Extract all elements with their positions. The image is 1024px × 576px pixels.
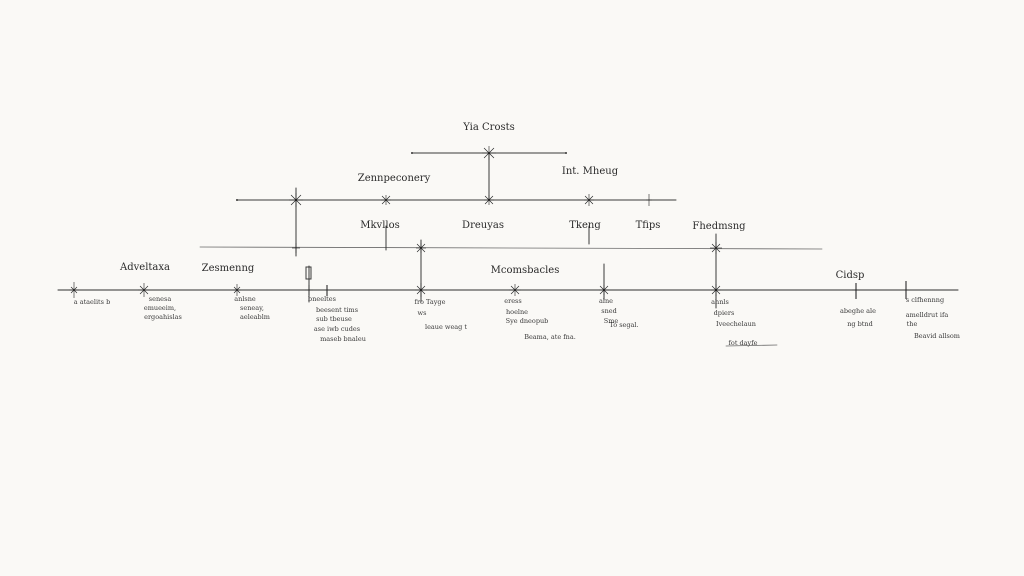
note-line: eress <box>504 297 521 305</box>
top-bar-end-dot <box>565 152 567 154</box>
note-line: sned <box>601 307 617 315</box>
mid-right-label: Int. Mheug <box>562 166 619 177</box>
note-line: amelldrut ifa <box>906 311 949 319</box>
note-line: aeleablm <box>240 313 270 321</box>
node-burst <box>69 282 79 298</box>
tier2-label: Mkvllos <box>360 220 400 231</box>
node-burst <box>599 285 609 295</box>
node-burst <box>484 195 494 205</box>
tier3-label: Zesmenng <box>202 263 255 274</box>
note-line: ase iwb cudes <box>314 325 360 333</box>
top-title: Yia Crosts <box>462 122 515 133</box>
note-line: abeghe ale <box>840 307 876 315</box>
note-line: maseb bnaleu <box>320 335 366 343</box>
mid-left-label: Zennpeconery <box>358 173 431 184</box>
tier2-line-end-dot <box>236 199 238 201</box>
node-burst <box>138 283 150 297</box>
note-line: To segal. <box>609 321 638 329</box>
tier2-label: Tfips <box>636 220 661 231</box>
note-line: bneeltes <box>308 295 336 303</box>
note-line: a ataelits b <box>74 298 110 306</box>
note-line: sub tbeuse <box>316 315 352 323</box>
note-line: Iveechelaun <box>716 320 756 328</box>
node-burst <box>584 194 594 206</box>
note-line: ahnls <box>711 298 729 306</box>
note-line: senesa <box>149 295 172 303</box>
note-line: Beama, ate fna. <box>524 333 576 341</box>
note-line: ws <box>418 309 427 317</box>
node-burst <box>416 243 426 253</box>
note-line: Beavid allsom <box>914 332 960 340</box>
node-burst <box>482 146 496 160</box>
tier2-label: Tkeng <box>569 220 601 231</box>
tier2-label: Fhedmsng <box>692 221 746 232</box>
node-burst <box>710 242 722 254</box>
note-line: hoelne <box>506 308 528 316</box>
note-line: leaue weag t <box>425 323 467 331</box>
node-burst <box>415 283 427 297</box>
node-burst <box>381 195 391 205</box>
tier3-line <box>199 246 823 250</box>
note-underline <box>725 344 778 347</box>
note-line: ergoahislas <box>144 313 182 321</box>
node-burst <box>233 284 241 296</box>
note-line: the <box>907 320 918 328</box>
node-burst <box>711 284 721 296</box>
note-line: ng btnd <box>847 320 873 328</box>
small-marker-box <box>305 266 312 280</box>
note-line: alne <box>599 297 613 305</box>
node-burst <box>289 193 303 207</box>
note-line: anlsne <box>234 295 256 303</box>
tier3-label: Mcomsbacles <box>491 265 560 276</box>
node-burst <box>292 243 300 253</box>
note-line: beesent tims <box>316 306 358 314</box>
top-bar-end-dot <box>411 152 413 154</box>
tier3-label: Adveltaxa <box>119 262 170 273</box>
note-line: emueeim, <box>144 304 176 312</box>
node-burst <box>646 194 652 206</box>
note-line: seneay, <box>240 304 264 312</box>
tier3-label: Cidsp <box>836 270 865 281</box>
note-line: Sye dneopub <box>506 317 549 325</box>
node-burst <box>305 285 313 295</box>
note-line: fot dayfe <box>729 339 758 347</box>
note-line: dpiers <box>714 309 735 317</box>
note-line: fro Tayge <box>415 298 446 306</box>
note-line: Sme <box>604 317 619 325</box>
note-line: s clfhennng <box>906 296 944 304</box>
node-burst <box>509 284 521 296</box>
tier2-label: Dreuyas <box>462 220 504 231</box>
